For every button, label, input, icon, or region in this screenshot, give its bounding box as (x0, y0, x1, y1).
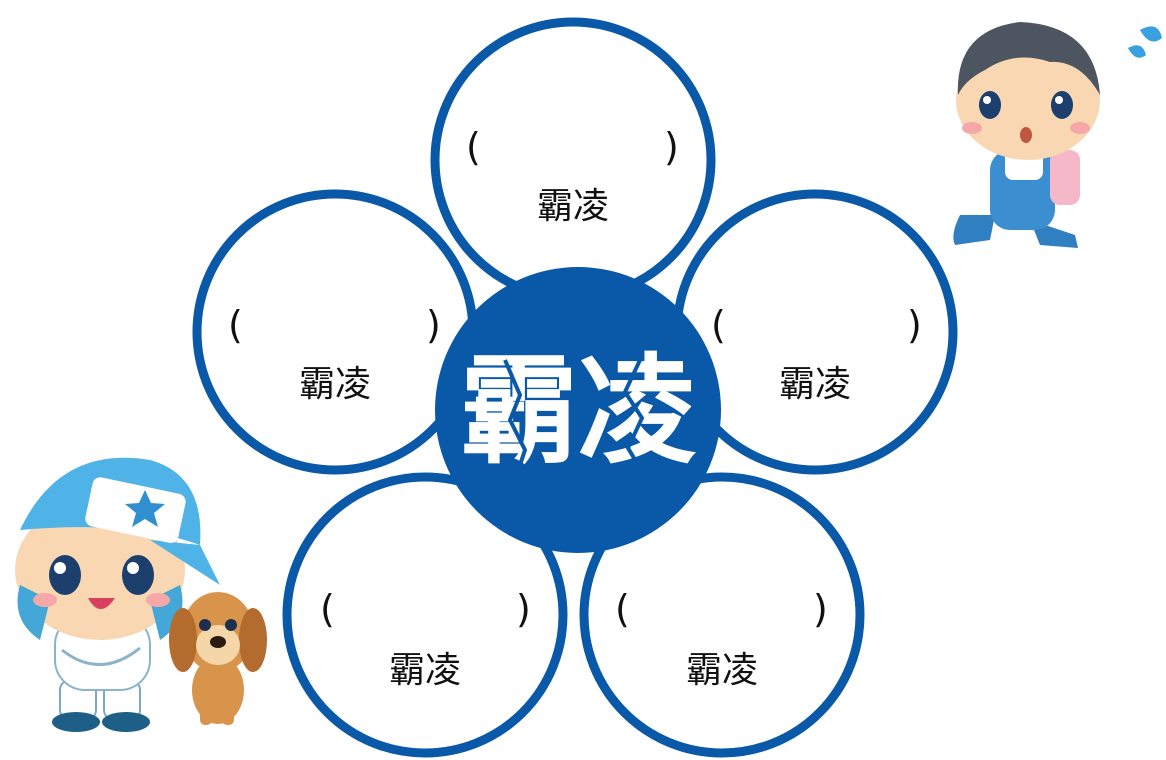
petal-lower-left-left-paren: ( (320, 587, 335, 631)
petal-upper-left-label: 霸凌 (299, 364, 371, 405)
petal-lower-left-right-paren: ) (516, 587, 531, 631)
petal-upper-right: ( ) 霸凌 (672, 189, 958, 475)
petal-lower-left-ring (282, 472, 568, 758)
petal-upper-right-right-paren: ) (907, 303, 922, 347)
petal-upper-left: ( ) 霸凌 (192, 189, 478, 475)
petal-upper-right-left-paren: ( (711, 303, 726, 347)
sweat-drop-icon (1128, 26, 1162, 58)
petal-lower-right-left-paren: ( (615, 587, 630, 631)
center-title: 霸凌 (460, 342, 696, 480)
boy-cap-illustration (15, 457, 267, 732)
petal-lower-right-label: 霸凌 (686, 650, 758, 691)
petal-lower-right: ( ) 霸凌 (579, 472, 865, 758)
center-hub: 霸凌 (435, 267, 721, 553)
petal-upper-left-left-paren: ( (228, 303, 243, 347)
petal-upper-left-right-paren: ) (426, 303, 441, 347)
petal-lower-left-label: 霸凌 (389, 650, 461, 691)
petal-top: ( ) 霸凌 (430, 17, 716, 303)
petal-upper-right-label: 霸凌 (779, 364, 851, 405)
crack-line-right (622, 359, 648, 480)
dog-illustration (169, 592, 267, 725)
petal-top-label: 霸凌 (537, 186, 609, 227)
petal-top-left-paren: ( (466, 125, 481, 169)
petal-top-right-paren: ) (664, 125, 679, 169)
crack-line-left (503, 359, 528, 481)
petal-lower-right-right-paren: ) (813, 587, 828, 631)
petal-lower-right-ring (579, 472, 865, 758)
center-circle (435, 267, 721, 553)
running-boy-illustration (953, 22, 1162, 248)
petal-lower-left: ( ) 霸凌 (282, 472, 568, 758)
